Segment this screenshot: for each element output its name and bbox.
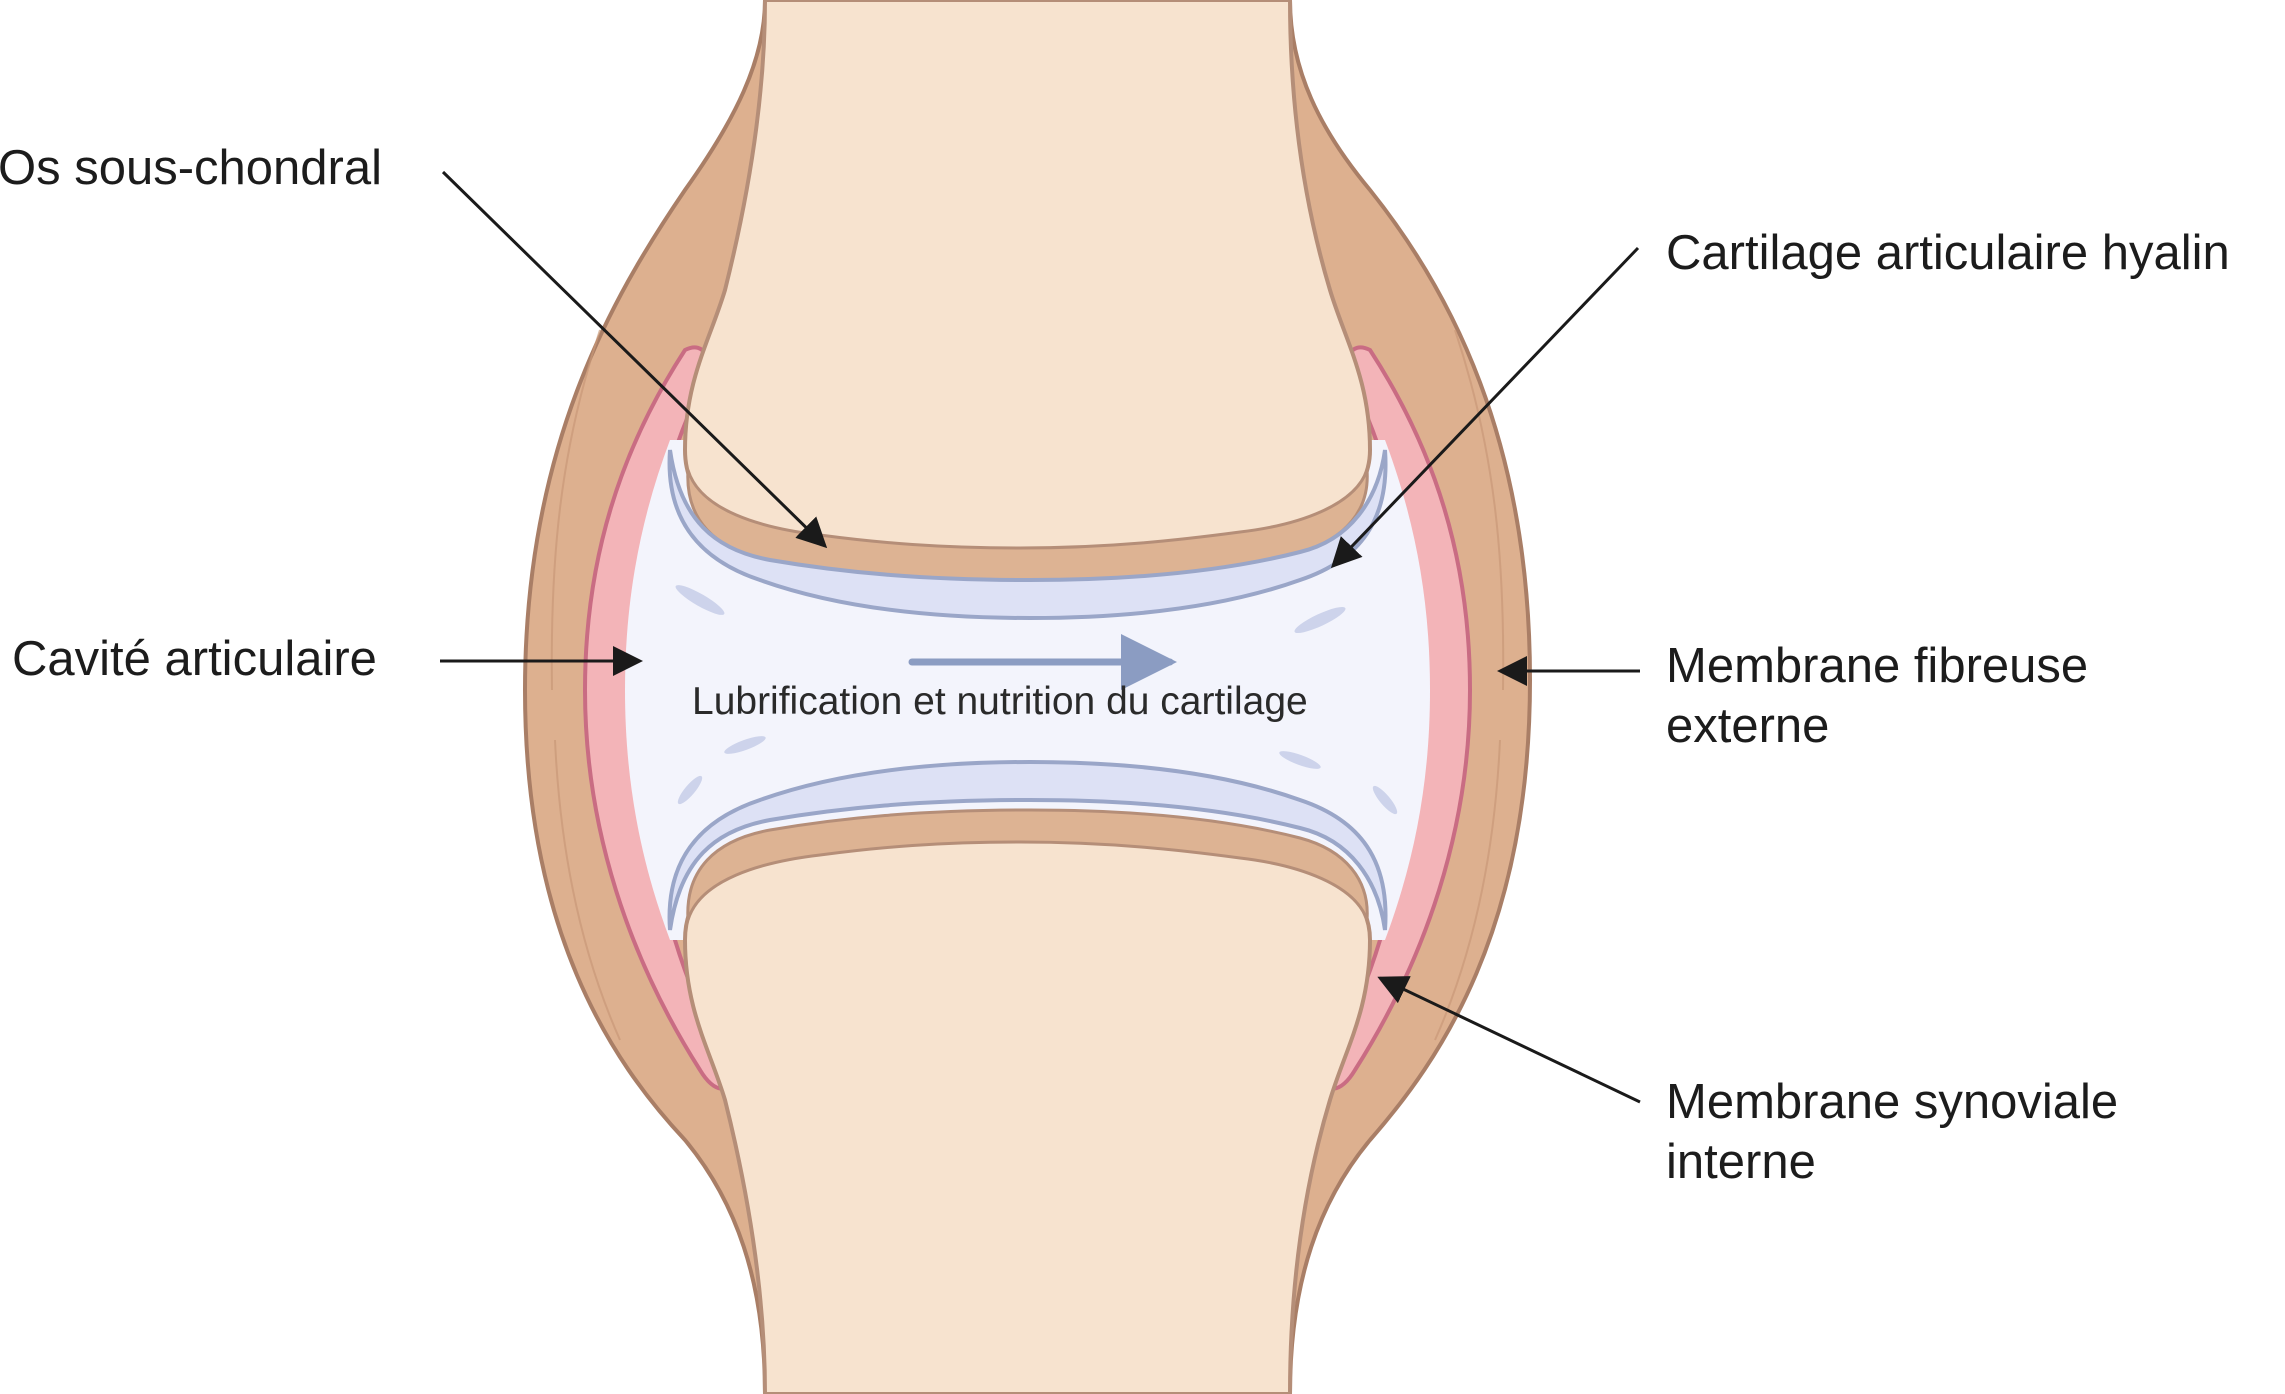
leader-os-sous-chondral <box>441 170 828 549</box>
upper-cartilage <box>667 449 1388 621</box>
lower-cartilage <box>667 759 1388 931</box>
label-membrane-fibreuse-line2: externe <box>1666 699 1830 753</box>
label-cavite-articulaire: Cavité articulaire <box>12 632 377 686</box>
label-membrane-synoviale-line2: interne <box>1666 1135 1816 1189</box>
label-membrane-synoviale-line1: Membrane synoviale <box>1666 1075 2119 1129</box>
label-os-sous-chondral: Os sous-chondral <box>0 141 383 195</box>
label-cartilage-articulaire: Cartilage articulaire hyalin <box>1666 226 2230 280</box>
label-membrane-fibreuse: Membrane fibreuse externe <box>1666 636 2088 756</box>
capsule-fiber-lines <box>550 329 1505 1041</box>
synovial-fluid-streaks <box>675 585 1398 815</box>
upper-bone <box>682 0 1373 563</box>
leader-cartilage <box>1330 246 1640 569</box>
label-membrane-synoviale: Membrane synoviale interne <box>1666 1072 2118 1192</box>
label-lubrification: Lubrification et nutrition du cartilage <box>692 680 1308 723</box>
lower-bone <box>682 827 1373 1394</box>
leader-lines <box>440 170 1641 1104</box>
lower-subchondral-bone <box>686 808 1369 921</box>
leader-membrane-synoviale <box>1377 976 1641 1104</box>
label-membrane-fibreuse-line1: Membrane fibreuse <box>1666 639 2089 693</box>
